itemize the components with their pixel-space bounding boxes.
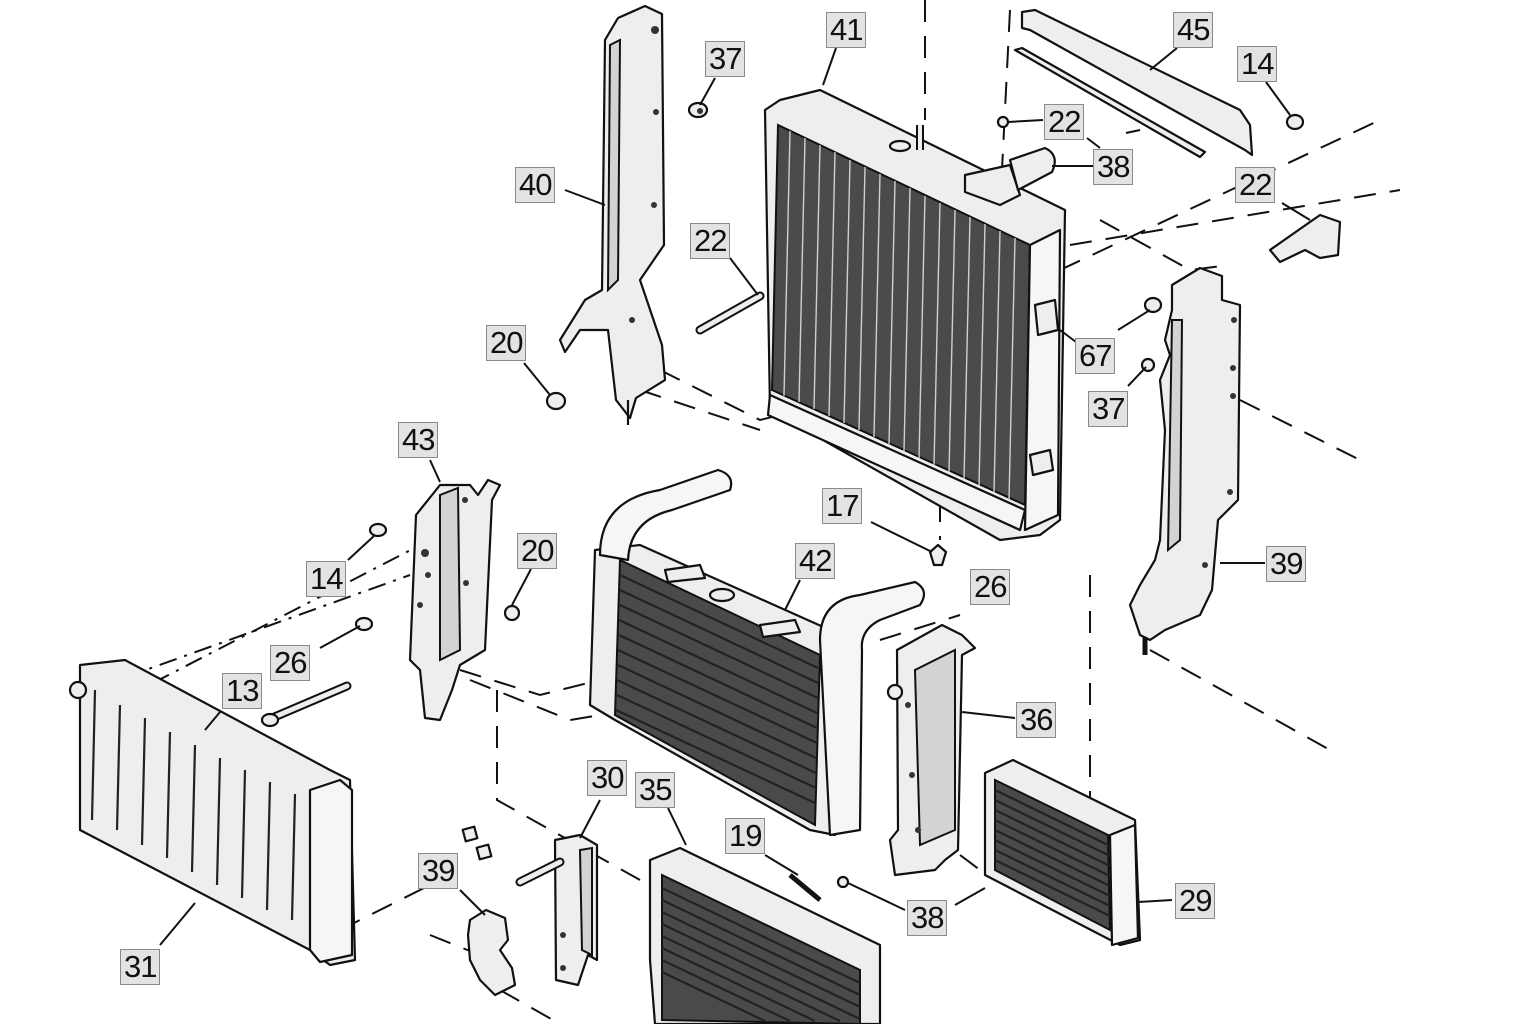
- clip-part[interactable]: [503, 604, 521, 622]
- right-mounting-bracket-part[interactable]: [1268, 213, 1342, 264]
- callout-22[interactable]: 22: [1044, 104, 1085, 140]
- callout-29[interactable]: 29: [1175, 883, 1216, 919]
- grommet-part[interactable]: [1143, 296, 1163, 314]
- assembly-line: [1239, 399, 1361, 461]
- front-grille-part[interactable]: [68, 658, 357, 967]
- side-deflector-left-part[interactable]: [408, 478, 502, 722]
- mount-rubber-part[interactable]: [354, 616, 374, 632]
- clip-part[interactable]: [475, 843, 493, 861]
- callout-31[interactable]: 31: [120, 949, 161, 985]
- callout-20[interactable]: 20: [486, 325, 527, 361]
- clip-part[interactable]: [461, 825, 479, 843]
- condenser-fins: [661, 887, 861, 1022]
- assembly-line: [119, 539, 431, 701]
- long-bolt-part[interactable]: [260, 681, 352, 728]
- lower-bracket-part[interactable]: [515, 833, 599, 987]
- clip-part[interactable]: [545, 391, 567, 411]
- assembly-line: [959, 854, 981, 871]
- oil-cooler-part[interactable]: [983, 758, 1142, 947]
- seal-part[interactable]: [836, 875, 850, 889]
- callout-40[interactable]: 40: [515, 167, 556, 203]
- callout-39[interactable]: 39: [1266, 546, 1307, 582]
- callout-26[interactable]: 26: [970, 569, 1011, 605]
- assembly-line: [499, 989, 561, 1024]
- leader-lines: [159, 47, 1311, 946]
- right-side-bracket-part[interactable]: [1128, 266, 1242, 655]
- assembly-line: [639, 389, 761, 431]
- callout-30[interactable]: 30: [587, 760, 628, 796]
- assembly-line: [1059, 119, 1381, 271]
- radiator-fins: [783, 130, 1016, 501]
- clip-nut-part[interactable]: [1285, 113, 1305, 131]
- lower-mount-rubber-part[interactable]: [928, 543, 948, 567]
- intercooler-part[interactable]: [588, 468, 926, 837]
- stud-part[interactable]: [996, 115, 1010, 129]
- callout-14[interactable]: 14: [306, 561, 347, 597]
- intercooler-fins: [615, 574, 819, 804]
- callout-67[interactable]: 67: [1075, 338, 1116, 374]
- pipe-stud-part[interactable]: [788, 873, 822, 902]
- assembly-line: [1099, 219, 1231, 272]
- assembly-line: [659, 369, 801, 422]
- grille-slats: [90, 689, 297, 921]
- assembly-line: [1069, 189, 1401, 246]
- callout-26[interactable]: 26: [270, 645, 311, 681]
- oil-cooler-fins: [994, 789, 1111, 917]
- callout-19[interactable]: 19: [725, 818, 766, 854]
- callout-14[interactable]: 14: [1237, 46, 1278, 82]
- left-side-bracket-part[interactable]: [558, 4, 667, 425]
- callout-41[interactable]: 41: [826, 12, 867, 48]
- clip-nut-part[interactable]: [368, 522, 388, 538]
- callout-22[interactable]: 22: [1235, 167, 1276, 203]
- callout-38[interactable]: 38: [907, 900, 948, 936]
- assembly-line: [1149, 649, 1331, 751]
- callout-38[interactable]: 38: [1093, 149, 1134, 185]
- callout-36[interactable]: 36: [1016, 702, 1057, 738]
- condenser-part[interactable]: [648, 846, 882, 1024]
- callout-37[interactable]: 37: [1088, 391, 1129, 427]
- callout-45[interactable]: 45: [1173, 12, 1214, 48]
- side-deflector-right-part[interactable]: [886, 623, 977, 877]
- assembly-line: [1001, 9, 1011, 171]
- callout-42[interactable]: 42: [795, 543, 836, 579]
- callout-20[interactable]: 20: [517, 533, 558, 569]
- callout-22[interactable]: 22: [690, 223, 731, 259]
- top-seal-strip-part[interactable]: [1013, 8, 1254, 159]
- assembly-lines: [89, 0, 1401, 1024]
- callout-43[interactable]: 43: [398, 422, 439, 458]
- lower-mount-bracket-part[interactable]: [466, 908, 517, 997]
- callout-37[interactable]: 37: [705, 41, 746, 77]
- bolt-part[interactable]: [695, 291, 765, 335]
- main-radiator-part[interactable]: [763, 88, 1067, 542]
- callout-17[interactable]: 17: [822, 488, 863, 524]
- callout-35[interactable]: 35: [635, 772, 676, 808]
- callout-39[interactable]: 39: [418, 853, 459, 889]
- assembly-line: [879, 614, 961, 641]
- assembly-line: [469, 679, 601, 722]
- assembly-line: [459, 669, 601, 697]
- clip-nut-part[interactable]: [687, 101, 709, 119]
- callout-13[interactable]: 13: [222, 673, 263, 709]
